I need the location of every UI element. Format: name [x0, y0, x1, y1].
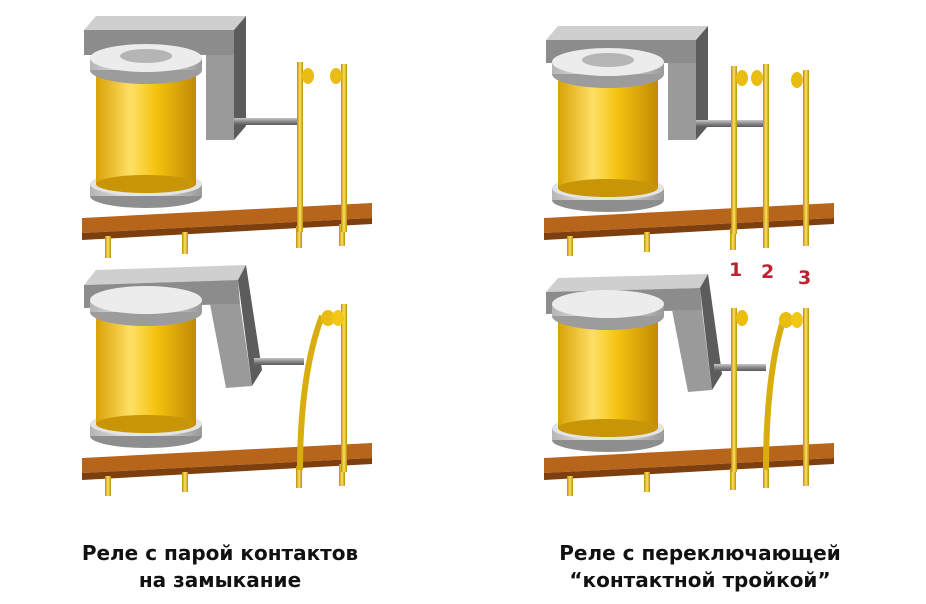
board-pins — [105, 464, 345, 496]
relay-changeover-open — [544, 26, 834, 256]
contact-numbers: 1 2 3 — [729, 259, 811, 289]
board-pins — [567, 224, 809, 256]
push-rod — [714, 364, 766, 371]
caption-changeover-contacts: Реле с переключающей “контактной тройкой… — [520, 540, 880, 594]
relay-pair-closed — [82, 265, 372, 496]
coil — [552, 290, 664, 452]
caption-right-line-1: Реле с переключающей — [559, 541, 841, 565]
caption-right-line-2: “контактной тройкой” — [569, 568, 831, 592]
contact-number-2: 2 — [761, 261, 774, 283]
relay-pair-open — [82, 16, 372, 258]
base-board — [82, 443, 372, 480]
relay-changeover-closed — [544, 274, 834, 496]
caption-left-line-2: на замыкание — [138, 568, 302, 592]
caption-left-line-1: Реле с парой контактов — [81, 541, 359, 565]
board-pins — [105, 224, 345, 258]
contact-springs — [297, 304, 347, 472]
caption-pair-contacts: Реле с парой контактов на замыкание — [40, 540, 400, 594]
push-rod — [254, 358, 304, 365]
contact-number-1: 1 — [729, 259, 742, 281]
coil — [90, 286, 202, 448]
coil — [552, 48, 664, 212]
base-board — [544, 203, 834, 240]
contact-springs — [731, 64, 809, 234]
board-pins — [567, 464, 809, 496]
contact-number-3: 3 — [798, 267, 811, 289]
contact-springs — [297, 62, 347, 232]
contact-springs — [731, 308, 809, 472]
base-board — [82, 203, 372, 240]
push-rod — [234, 118, 300, 125]
base-board — [544, 443, 834, 480]
coil — [90, 44, 202, 208]
